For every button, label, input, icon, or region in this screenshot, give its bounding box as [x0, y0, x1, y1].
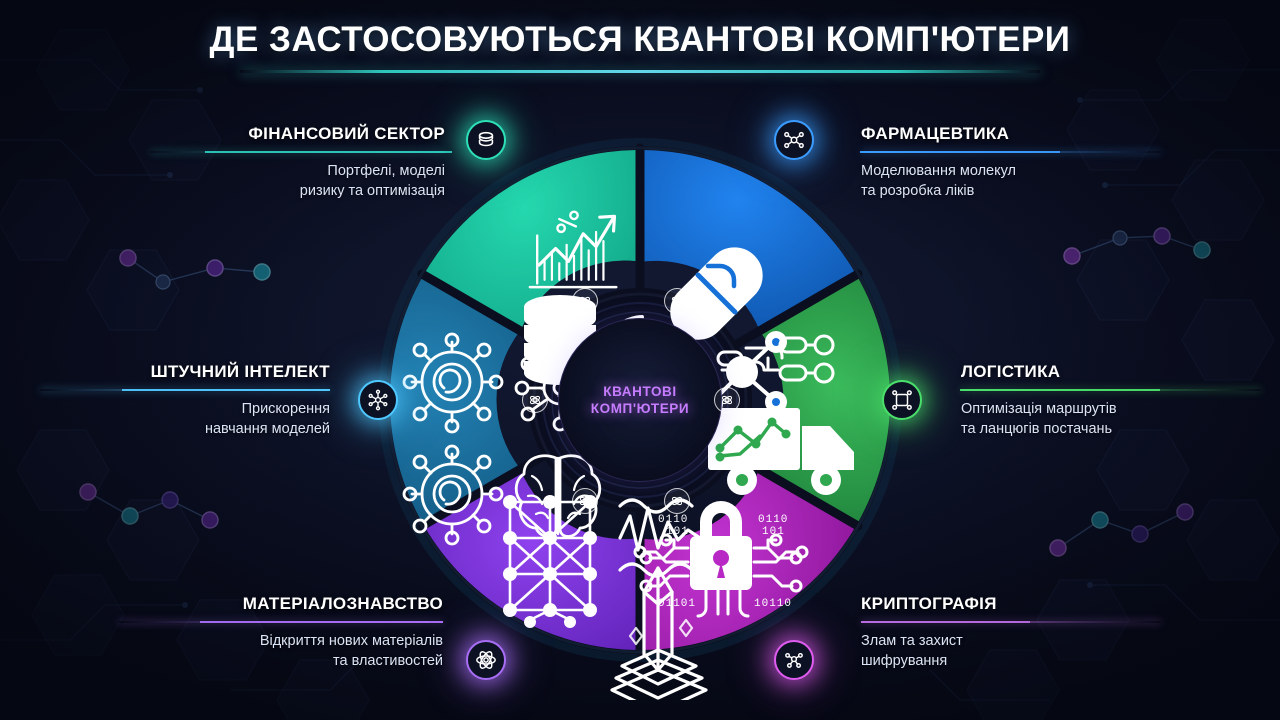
label-subtitle-finance-line2: ризику та оптимізація [299, 183, 445, 199]
hub-title-line1: КВАНТОВІ [603, 384, 677, 399]
delivery-truck-icon [708, 408, 854, 495]
label-title-logistics: ЛОГІСТИКА [961, 362, 1061, 381]
badge-logistics[interactable] [882, 380, 922, 420]
badge-finance[interactable] [466, 120, 506, 160]
label-subtitle-logistics-line2: та ланцюгів постачань [961, 421, 1113, 437]
mini-marker-pharma[interactable] [664, 288, 690, 314]
label-title-finance: ФІНАНСОВИЙ СЕКТОР [248, 124, 445, 143]
neural-node-icon [368, 389, 388, 411]
label-rule-logistics [961, 389, 1261, 391]
growth-chart-icon [528, 210, 618, 289]
segment-finance[interactable] [423, 100, 688, 366]
label-subtitle-materials-line2: та властивостей [333, 653, 443, 669]
atom-icon [579, 296, 591, 306]
network-path-icon [716, 334, 835, 384]
label-subtitle-cryptography-line2: шифрування [861, 653, 948, 669]
label-subtitle-logistics-line1: Оптимізація маршрутів [961, 401, 1117, 417]
svg-text:01101: 01101 [658, 598, 696, 610]
label-title-materials: МАТЕРІАЛОЗНАВСТВО [242, 594, 443, 613]
label-rule-ai [40, 389, 330, 391]
badge-ai[interactable] [358, 380, 398, 420]
svg-text:0110: 0110 [758, 514, 788, 526]
crystal-lattice-icon [503, 495, 597, 628]
label-subtitle-ai-line2: навчання моделей [204, 421, 330, 437]
mini-marker-logistics[interactable] [714, 387, 740, 413]
label-subtitle-finance-line1: Портфелі, моделі [327, 163, 445, 179]
label-ai: ШТУЧНИЙ ІНТЕЛЕКТ Прискорення навчання мо… [40, 362, 330, 439]
page-title: ДЕ ЗАСТОСОВУЮТЬСЯ КВАНТОВІ КОМП'ЮТЕРИ [209, 20, 1071, 59]
label-subtitle-ai-line1: Прискорення [241, 401, 330, 417]
atom-icon [671, 296, 683, 306]
svg-text:0110: 0110 [658, 514, 688, 526]
label-finance: ФІНАНСОВИЙ СЕКТОР Портфелі, моделі ризик… [150, 124, 445, 201]
crystal-icon [610, 566, 708, 700]
center-hub: КВАНТОВІ КОМП'ЮТЕРИ [558, 318, 722, 482]
mini-marker-ai[interactable] [522, 387, 548, 413]
molecule-icon [785, 652, 803, 668]
svg-text:101: 101 [762, 526, 785, 538]
badge-pharma[interactable] [774, 120, 814, 160]
coins-icon [478, 131, 494, 147]
label-subtitle-cryptography-line1: Злам та захист [861, 633, 963, 649]
badge-materials[interactable] [466, 640, 506, 680]
atom-orbit-icon [476, 651, 496, 669]
atom-icon [579, 496, 591, 506]
label-materials: МАТЕРІАЛОЗНАВСТВО Відкриття нових матері… [118, 594, 443, 671]
qubit-node-icon [402, 332, 504, 434]
label-pharma: ФАРМАЦЕВТИКА Моделювання молекул та розр… [861, 124, 1161, 201]
svg-text:10110: 10110 [754, 598, 792, 610]
atom-icon [529, 395, 541, 405]
mini-marker-cryptography[interactable] [664, 488, 690, 514]
mini-marker-finance[interactable] [572, 288, 598, 314]
title-block: ДЕ ЗАСТОСОВУЮТЬСЯ КВАНТОВІ КОМП'ЮТЕРИ [0, 20, 1280, 73]
atom-icon [671, 496, 683, 506]
label-rule-pharma [861, 151, 1161, 153]
badge-cryptography[interactable] [774, 640, 814, 680]
label-subtitle-materials-line1: Відкриття нових матеріалів [259, 633, 443, 649]
hub-title-line2: КОМП'ЮТЕРИ [590, 401, 690, 416]
qubit-node-icon-2 [402, 444, 504, 546]
label-logistics: ЛОГІСТИКА Оптимізація маршрутів та ланцю… [961, 362, 1261, 439]
label-rule-materials [118, 621, 443, 623]
label-title-ai: ШТУЧНИЙ ІНТЕЛЕКТ [150, 362, 330, 381]
label-subtitle-pharma-line1: Моделювання молекул [861, 163, 1017, 179]
title-underline [240, 70, 1040, 73]
label-subtitle-pharma-line2: та розробка ліків [861, 183, 975, 199]
label-title-pharma: ФАРМАЦЕВТИКА [861, 124, 1010, 143]
mini-marker-materials[interactable] [572, 488, 598, 514]
atom-icon [721, 395, 733, 405]
label-title-cryptography: КРИПТОГРАФІЯ [861, 594, 997, 613]
molecule-icon [784, 131, 804, 149]
segment-pharma[interactable] [640, 150, 857, 331]
route-node-icon [892, 390, 912, 410]
label-rule-finance [150, 151, 445, 153]
label-rule-cryptography [861, 621, 1161, 623]
label-cryptography: КРИПТОГРАФІЯ Злам та захист шифрування [861, 594, 1161, 671]
